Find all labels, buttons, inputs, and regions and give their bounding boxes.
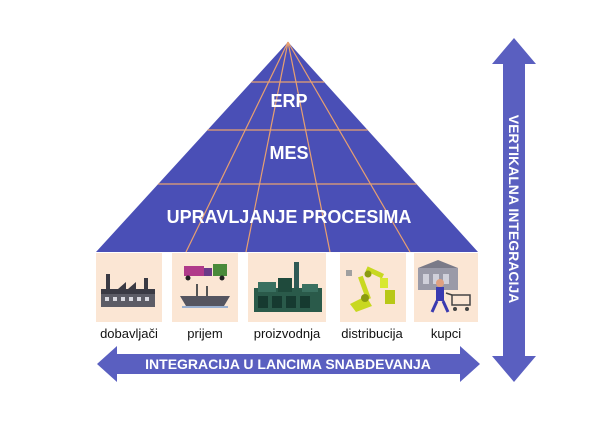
pyramid-grid-lines: [158, 41, 417, 253]
supply-chain-stages: dobavljači prijem: [96, 253, 478, 341]
pyramid-fan-line-3: [287, 41, 411, 253]
pyramid: ERP MES UPRAVLJANJE PROCESIMA: [96, 41, 478, 253]
stage-suppliers: dobavljači: [96, 253, 162, 341]
stage-customers: kupci: [414, 253, 478, 341]
stage-production: proizvodnja: [248, 253, 326, 341]
factory-icon: [101, 274, 155, 307]
horizontal-double-arrow: [97, 346, 480, 382]
stage-tile: [340, 253, 406, 322]
pyramid-fan-line-1: [245, 41, 289, 253]
supply-chain-integration-arrow: INTEGRACIJA U LANCIMA SNABDEVANJA: [97, 346, 480, 382]
stage-customers-label: kupci: [431, 326, 461, 341]
stage-distribution: distribucija: [340, 253, 406, 341]
stage-tile: [96, 253, 162, 322]
pyramid-fan-line-0: [185, 41, 289, 253]
stage-production-label: proizvodnja: [254, 326, 321, 341]
industrial-plant-icon: [254, 262, 322, 312]
level-erp-label: ERP: [270, 91, 307, 111]
pyramid-fan-line-2: [287, 41, 331, 253]
stage-receiving-label: prijem: [187, 326, 222, 341]
vertical-arrow-label: VERTIKALNA INTEGRACIJA: [506, 115, 522, 304]
robot-arm-icon: [346, 266, 395, 312]
vertical-double-arrow: [492, 38, 536, 382]
stage-receiving: prijem: [172, 253, 238, 341]
pyramid-body: [96, 42, 478, 252]
level-mes-label: MES: [269, 143, 308, 163]
truck-ship-icon: [180, 264, 230, 308]
stage-suppliers-label: dobavljači: [100, 326, 158, 341]
shopper-cart-icon: [418, 260, 471, 313]
horizontal-arrow-label: INTEGRACIJA U LANCIMA SNABDEVANJA: [145, 356, 431, 372]
stage-distribution-label: distribucija: [341, 326, 403, 341]
vertical-integration-arrow: VERTIKALNA INTEGRACIJA: [492, 38, 536, 382]
stage-tile: [172, 253, 238, 322]
level-process-control-label: UPRAVLJANJE PROCESIMA: [167, 207, 412, 227]
